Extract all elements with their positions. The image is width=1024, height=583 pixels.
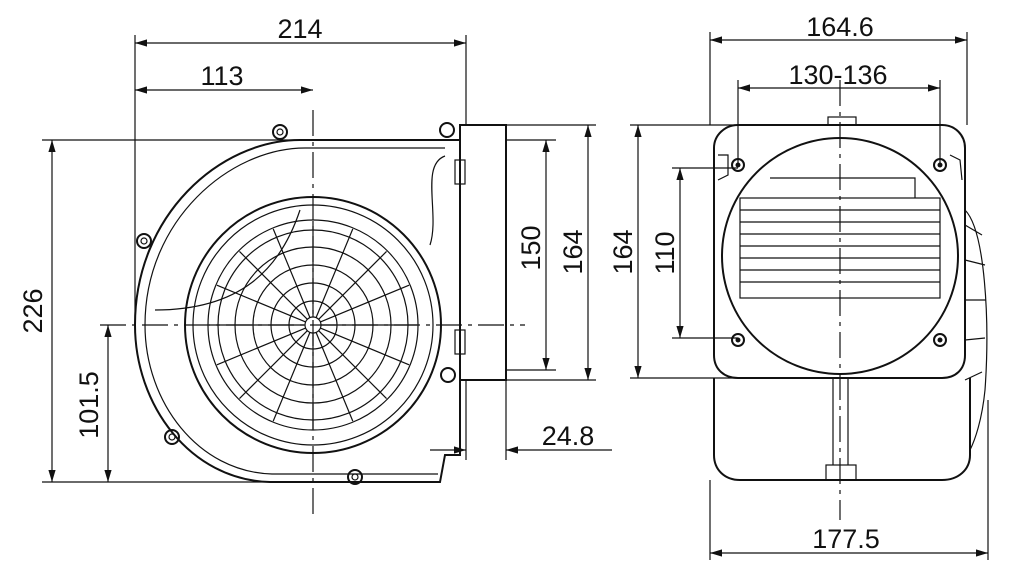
guard-spoke [315,228,354,318]
dim-side-mount-span: 130-136 [788,60,887,90]
side-view: 164.6 130-136 164 110 177.5 [608,12,989,560]
side-mount-hole [933,333,947,347]
mount-hole [347,469,363,485]
dim-outlet-outer: 164 [558,229,588,274]
dim-center-offset: 113 [200,61,243,91]
guard-spoke [320,284,410,323]
dim-side-overall-width: 164.6 [806,12,874,42]
guard-spoke [272,228,311,318]
dim-side-base-width: 177.5 [812,524,880,554]
mount-hole [164,429,180,445]
dim-outlet-inner: 150 [516,225,546,270]
guard-spoke [239,330,308,399]
dim-overall-width: 214 [277,14,322,44]
dim-side-height: 164 [608,229,638,274]
guard-spoke [318,251,387,320]
mount-hole [272,124,288,140]
guard-spoke [320,327,410,366]
guard-spoke [315,332,354,422]
side-upper-body [713,124,966,379]
guard-spoke [272,332,311,422]
guard-spoke [216,327,306,366]
dim-side-mount-height: 110 [650,231,680,274]
guard-spoke [239,251,308,320]
outlet-flange [459,124,507,381]
mount-hole [136,233,152,249]
dim-overall-height: 226 [18,288,48,333]
guard-spoke [318,330,387,399]
dim-flange-depth: 24.8 [542,421,595,451]
front-view: 214 113 226 101.5 150 164 24.8 [18,14,612,520]
dim-center-height: 101.5 [74,371,104,439]
guard-spoke [216,284,306,323]
side-mount-hole [731,333,745,347]
mount-hole [439,122,455,138]
mount-hole [440,367,456,383]
